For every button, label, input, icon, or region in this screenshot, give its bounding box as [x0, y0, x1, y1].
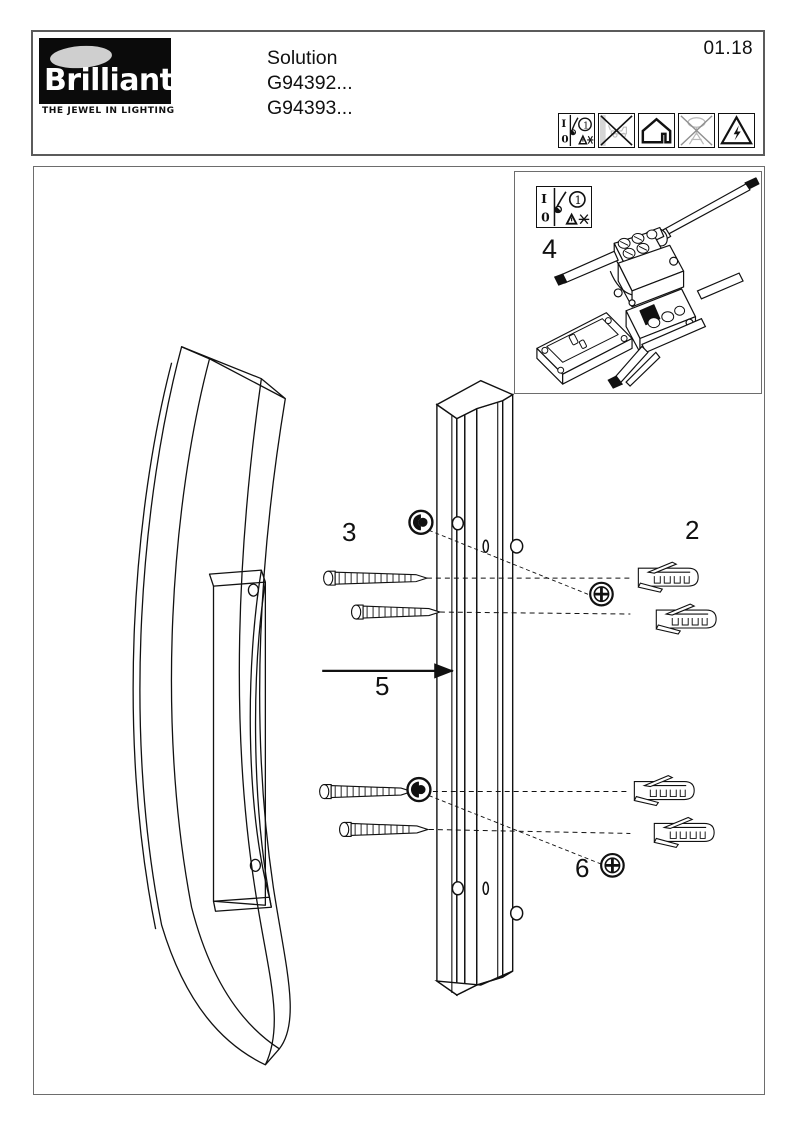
- step-2-label: 2: [685, 515, 700, 545]
- step-6-label: 6: [575, 853, 590, 883]
- no-direct-spotlight-icon: [678, 113, 715, 148]
- drill-marker: [406, 776, 432, 803]
- screwdriver-marker: [589, 581, 614, 607]
- svg-text:0: 0: [541, 209, 550, 224]
- screwdriver-marker: [600, 852, 625, 878]
- mounting-plate-seam: [451, 402, 499, 994]
- main-diagram-box: 3 2 5 6: [33, 166, 765, 1095]
- product-name: Solution: [267, 47, 338, 69]
- power-off-tool-lamp-warning-icon: I 0 1: [536, 186, 592, 228]
- step-5-label: 5: [375, 671, 390, 701]
- mounting-plate-hole: [451, 516, 524, 921]
- drill-marker: [408, 509, 434, 535]
- product-model-1: G94392...: [267, 72, 353, 94]
- power-off-tool-lamp-warning-icon: I 0 1: [558, 113, 595, 148]
- brand-tagline: THE JEWEL IN LIGHTING: [42, 106, 175, 116]
- product-title-block: Solution G94392... G94393...: [267, 46, 353, 121]
- electrical-hazard-icon: [718, 113, 755, 148]
- step-3-label: 3: [342, 517, 357, 547]
- screw: [319, 784, 430, 837]
- svg-text:0: 0: [561, 133, 568, 145]
- junction-box-cover: [536, 312, 633, 385]
- header-box: Brilliant THE JEWEL IN LIGHTING Solution…: [31, 30, 765, 156]
- indoor-use-icon: [638, 113, 675, 148]
- step-4-inset-panel: I 0 1 4: [514, 171, 762, 394]
- marker-leader-line: [428, 795, 605, 866]
- no-cover-icon: [598, 113, 635, 148]
- svg-text:1: 1: [574, 193, 581, 207]
- assembly-guide-line: [426, 577, 631, 615]
- lamp-body: [132, 346, 291, 1066]
- screw: [323, 570, 442, 620]
- product-model-2: G94393...: [267, 97, 353, 119]
- svg-text:I: I: [561, 118, 566, 130]
- revision-date: 01.18: [703, 38, 753, 59]
- wall-plug: [633, 774, 715, 849]
- svg-text:1: 1: [583, 120, 589, 131]
- brand-name: Brilliant: [44, 63, 171, 98]
- wall-plug: [637, 561, 717, 635]
- brand-logo: Brilliant THE JEWEL IN LIGHTING: [39, 38, 174, 120]
- svg-text:I: I: [541, 191, 547, 206]
- marker-leader-line: [428, 529, 593, 597]
- exploded-assembly-drawing: [34, 167, 764, 1094]
- logo-mark: Brilliant: [39, 38, 171, 104]
- mounting-plate: [434, 379, 515, 997]
- step-4-label: 4: [542, 234, 558, 264]
- safety-icon-strip: I 0 1: [558, 113, 755, 148]
- lamp-body-hole: [247, 583, 262, 872]
- connector-housing: [609, 244, 685, 308]
